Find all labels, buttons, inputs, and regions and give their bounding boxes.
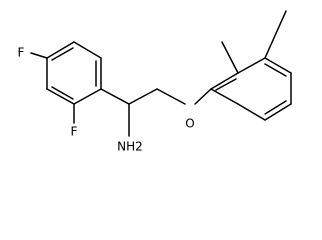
oxygen-to-aryl-bond xyxy=(194,88,212,105)
right-ring-bond-top-right xyxy=(237,57,266,74)
molecule-canvas: F F NH2 O xyxy=(17,10,292,154)
right-ring-bond-bottom-left xyxy=(237,103,266,121)
ether-oxygen-label: O xyxy=(185,117,194,131)
right-ring-bond-top-left-inner xyxy=(215,78,237,91)
left-ring-bond-top-left-inner xyxy=(51,47,74,61)
ch-to-ch2-bond xyxy=(128,88,158,105)
right-ring-bond-bottom-right xyxy=(264,103,292,121)
fluoro-top-label: F xyxy=(18,46,25,60)
left-ring-bond-bottom-left-inner xyxy=(51,86,74,100)
right-ring-bond-left xyxy=(210,88,239,105)
left-ring-bond-bottom-left xyxy=(46,88,75,105)
right-ring-bond-top-left xyxy=(210,72,239,90)
right-ring-bond-bottom-right-inner xyxy=(264,100,287,115)
fluoro-top-bond xyxy=(30,52,48,59)
aryl-to-ch-bond xyxy=(100,88,130,105)
ch2-to-oxygen-bond xyxy=(156,88,186,105)
methyl-top-left-bond xyxy=(221,41,239,74)
left-ring xyxy=(46,41,102,105)
left-ring-bond-top-right xyxy=(73,41,102,59)
fluoro-bottom-label: F xyxy=(71,125,78,139)
amine-label: NH2 xyxy=(117,140,143,154)
left-ring-bond-top-left xyxy=(46,41,75,59)
right-ring-bond-right-upper-inner xyxy=(264,63,287,77)
methyl-top-right-bond xyxy=(264,10,287,59)
chemical-structure-diagram: F F NH2 O xyxy=(18,10,292,154)
left-ring-bond-bottom-right xyxy=(73,88,102,105)
atom-labels: F F NH2 O xyxy=(18,46,195,154)
right-ring-bond-right-upper xyxy=(264,57,292,74)
methyl-bonds xyxy=(221,10,287,74)
substituent-bonds xyxy=(30,52,212,137)
right-ring xyxy=(210,57,292,121)
